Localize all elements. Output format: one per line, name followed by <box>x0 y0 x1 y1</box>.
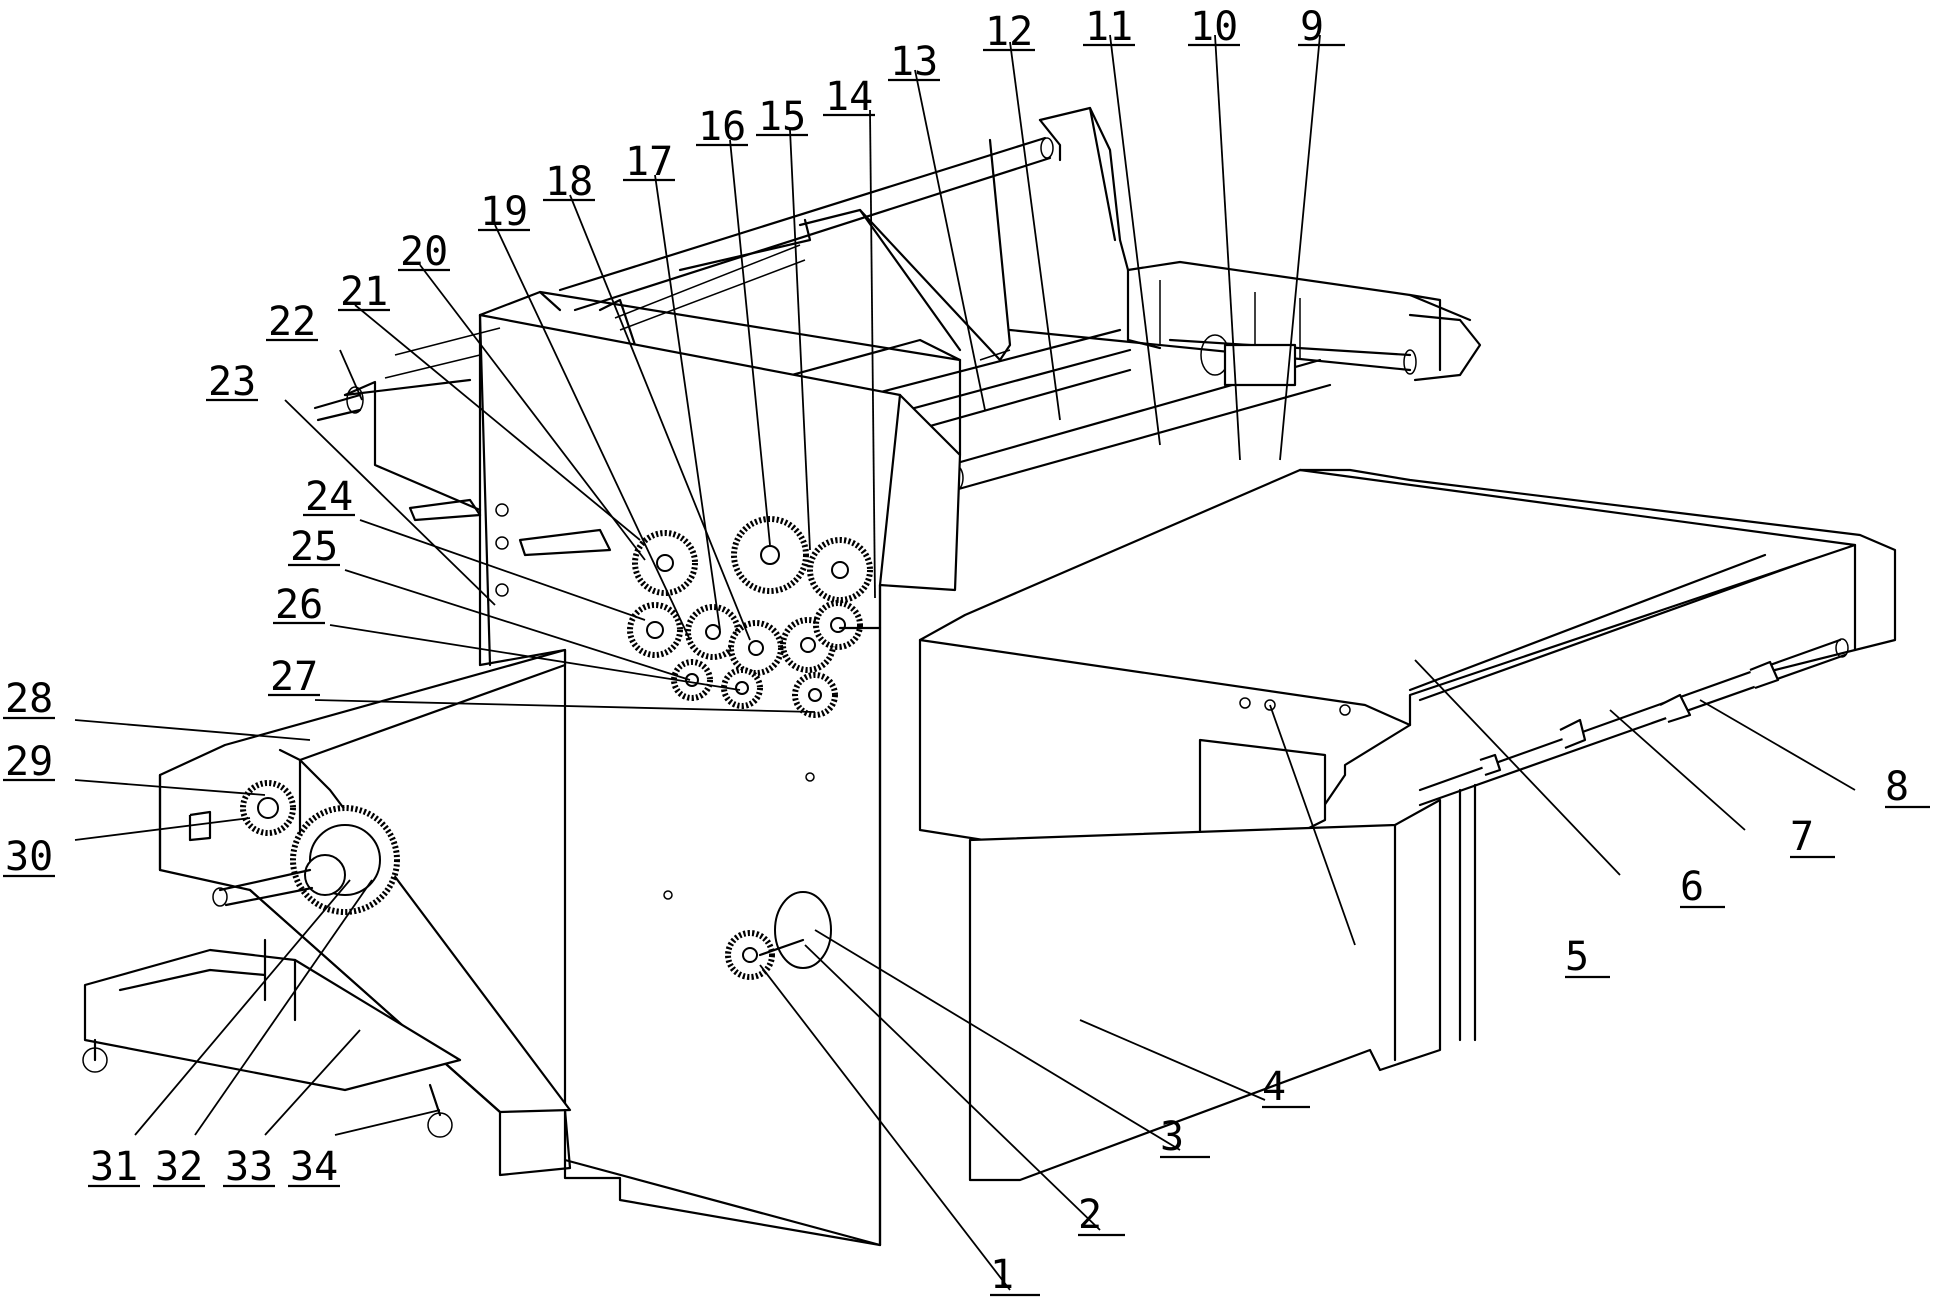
label-1: 1 <box>990 1252 1040 1298</box>
svg-text:9: 9 <box>1300 4 1324 50</box>
svg-text:30: 30 <box>5 834 53 880</box>
svg-text:19: 19 <box>480 189 528 235</box>
svg-text:29: 29 <box>5 739 53 785</box>
label-28: 28 <box>3 676 55 722</box>
label-12: 12 <box>983 9 1035 55</box>
label-21: 21 <box>338 269 390 315</box>
svg-text:32: 32 <box>155 1144 203 1190</box>
label-14: 14 <box>823 74 875 120</box>
label-33: 33 <box>223 1144 275 1190</box>
label-27: 27 <box>268 654 320 700</box>
svg-text:15: 15 <box>758 94 806 140</box>
label-22: 22 <box>266 299 318 345</box>
svg-text:28: 28 <box>5 676 53 722</box>
svg-text:25: 25 <box>290 524 338 570</box>
label-6: 6 <box>1680 864 1725 910</box>
svg-text:6: 6 <box>1680 864 1704 910</box>
svg-text:11: 11 <box>1085 4 1133 50</box>
label-5: 5 <box>1565 934 1610 980</box>
svg-text:2: 2 <box>1078 1192 1102 1238</box>
label-18: 18 <box>543 159 595 205</box>
label-34: 34 <box>288 1144 340 1190</box>
svg-text:14: 14 <box>825 74 873 120</box>
svg-text:5: 5 <box>1565 934 1589 980</box>
svg-text:23: 23 <box>208 359 256 405</box>
label-20: 20 <box>398 229 450 275</box>
svg-text:13: 13 <box>890 39 938 85</box>
svg-text:1: 1 <box>990 1252 1014 1298</box>
svg-text:24: 24 <box>305 474 353 520</box>
svg-text:3: 3 <box>1160 1114 1184 1160</box>
label-32: 32 <box>153 1144 205 1190</box>
svg-text:34: 34 <box>290 1144 338 1190</box>
svg-text:26: 26 <box>275 582 323 628</box>
label-23: 23 <box>206 359 258 405</box>
label-17: 17 <box>623 139 675 185</box>
svg-text:27: 27 <box>270 654 318 700</box>
label-16: 16 <box>696 104 748 150</box>
table-base <box>970 785 1475 1180</box>
svg-text:12: 12 <box>985 9 1033 55</box>
svg-text:22: 22 <box>268 299 316 345</box>
label-29: 29 <box>3 739 55 785</box>
svg-text:16: 16 <box>698 104 746 150</box>
label-10: 10 <box>1188 4 1240 50</box>
label-13: 13 <box>888 39 940 85</box>
label-19: 19 <box>478 189 530 235</box>
label-31: 31 <box>88 1144 140 1190</box>
label-8: 8 <box>1885 764 1930 810</box>
label-9: 9 <box>1298 4 1345 50</box>
label-24: 24 <box>303 474 355 520</box>
label-3: 3 <box>1160 1114 1210 1160</box>
label-7: 7 <box>1790 814 1835 860</box>
svg-text:10: 10 <box>1190 4 1238 50</box>
label-15: 15 <box>756 94 808 140</box>
svg-text:4: 4 <box>1262 1064 1286 1110</box>
svg-text:21: 21 <box>340 269 388 315</box>
svg-text:7: 7 <box>1790 814 1814 860</box>
svg-text:33: 33 <box>225 1144 273 1190</box>
svg-text:31: 31 <box>90 1144 138 1190</box>
label-2: 2 <box>1078 1192 1125 1238</box>
label-26: 26 <box>273 582 325 628</box>
label-11: 11 <box>1083 4 1135 50</box>
label-30: 30 <box>3 834 55 880</box>
svg-text:18: 18 <box>545 159 593 205</box>
svg-text:17: 17 <box>625 139 673 185</box>
svg-text:8: 8 <box>1885 764 1909 810</box>
label-25: 25 <box>288 524 340 570</box>
svg-text:20: 20 <box>400 229 448 275</box>
